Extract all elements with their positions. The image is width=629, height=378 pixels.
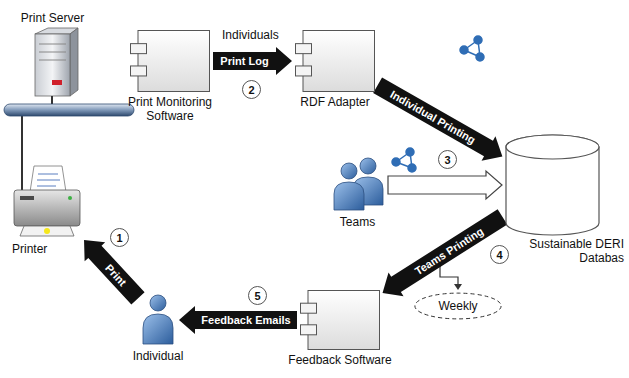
node-label: Print Monitoring Software: [114, 95, 226, 123]
component-outline: [295, 30, 375, 92]
node-label: Feedback Software: [284, 353, 396, 367]
rdf-symbol: [392, 148, 416, 172]
arrow-label: Teams Printing: [413, 224, 486, 276]
node-label: Weekly: [414, 299, 502, 313]
flow-arrow: [84, 240, 145, 304]
rdf-symbol: [460, 36, 484, 61]
flow-note: Individuals: [222, 28, 279, 42]
database-cylinder: Sustainable DERI Databas: [505, 135, 600, 235]
node-label: Individual: [121, 349, 195, 363]
node-label: Sustainable DERI Databas: [524, 237, 624, 265]
person-node: Individual: [140, 294, 176, 346]
callout-number: 2: [242, 80, 261, 99]
printer-icon: [14, 166, 80, 236]
callout-number: 3: [438, 150, 457, 169]
hollow-arrow: [388, 171, 502, 199]
callout-number: 5: [248, 286, 267, 305]
trigger-arrow: [440, 266, 462, 290]
component-outline: [130, 30, 210, 92]
printer-node: Printer: [12, 160, 82, 240]
network-wire: [21, 116, 23, 190]
team-node: Teams: [330, 158, 385, 212]
cylinder-outline: [505, 135, 600, 235]
flow-arrow: [179, 306, 297, 334]
schedule-ellipse: Weekly: [414, 292, 502, 320]
component-outline: [300, 290, 380, 350]
component-box: RDF Adapter: [295, 30, 375, 92]
person-icon: [143, 295, 173, 344]
server-icon: [35, 28, 78, 96]
component-box: Feedback Software: [300, 290, 380, 350]
node-label: Teams: [328, 215, 388, 229]
server-node: Print Server: [25, 28, 80, 98]
arrow-label: Individual Printing: [388, 88, 477, 146]
network-bus: [4, 104, 134, 116]
arrow-label: Feedback Emails: [201, 314, 290, 326]
callout-number: 4: [490, 245, 509, 264]
flow-arrow: [373, 77, 502, 160]
node-label: Print Server: [21, 11, 84, 25]
flow-arrow: [213, 47, 292, 75]
component-box: Print Monitoring Software: [130, 30, 210, 92]
node-label: Printer: [12, 242, 47, 256]
node-label: RDF Adapter: [285, 95, 385, 109]
flow-arrow: [383, 209, 508, 296]
team-icon: [334, 158, 383, 210]
network-wire: [51, 96, 53, 104]
callout-number: 1: [110, 228, 129, 247]
arrow-label: Print Log: [220, 55, 268, 67]
arrow-label: Print: [104, 262, 130, 289]
